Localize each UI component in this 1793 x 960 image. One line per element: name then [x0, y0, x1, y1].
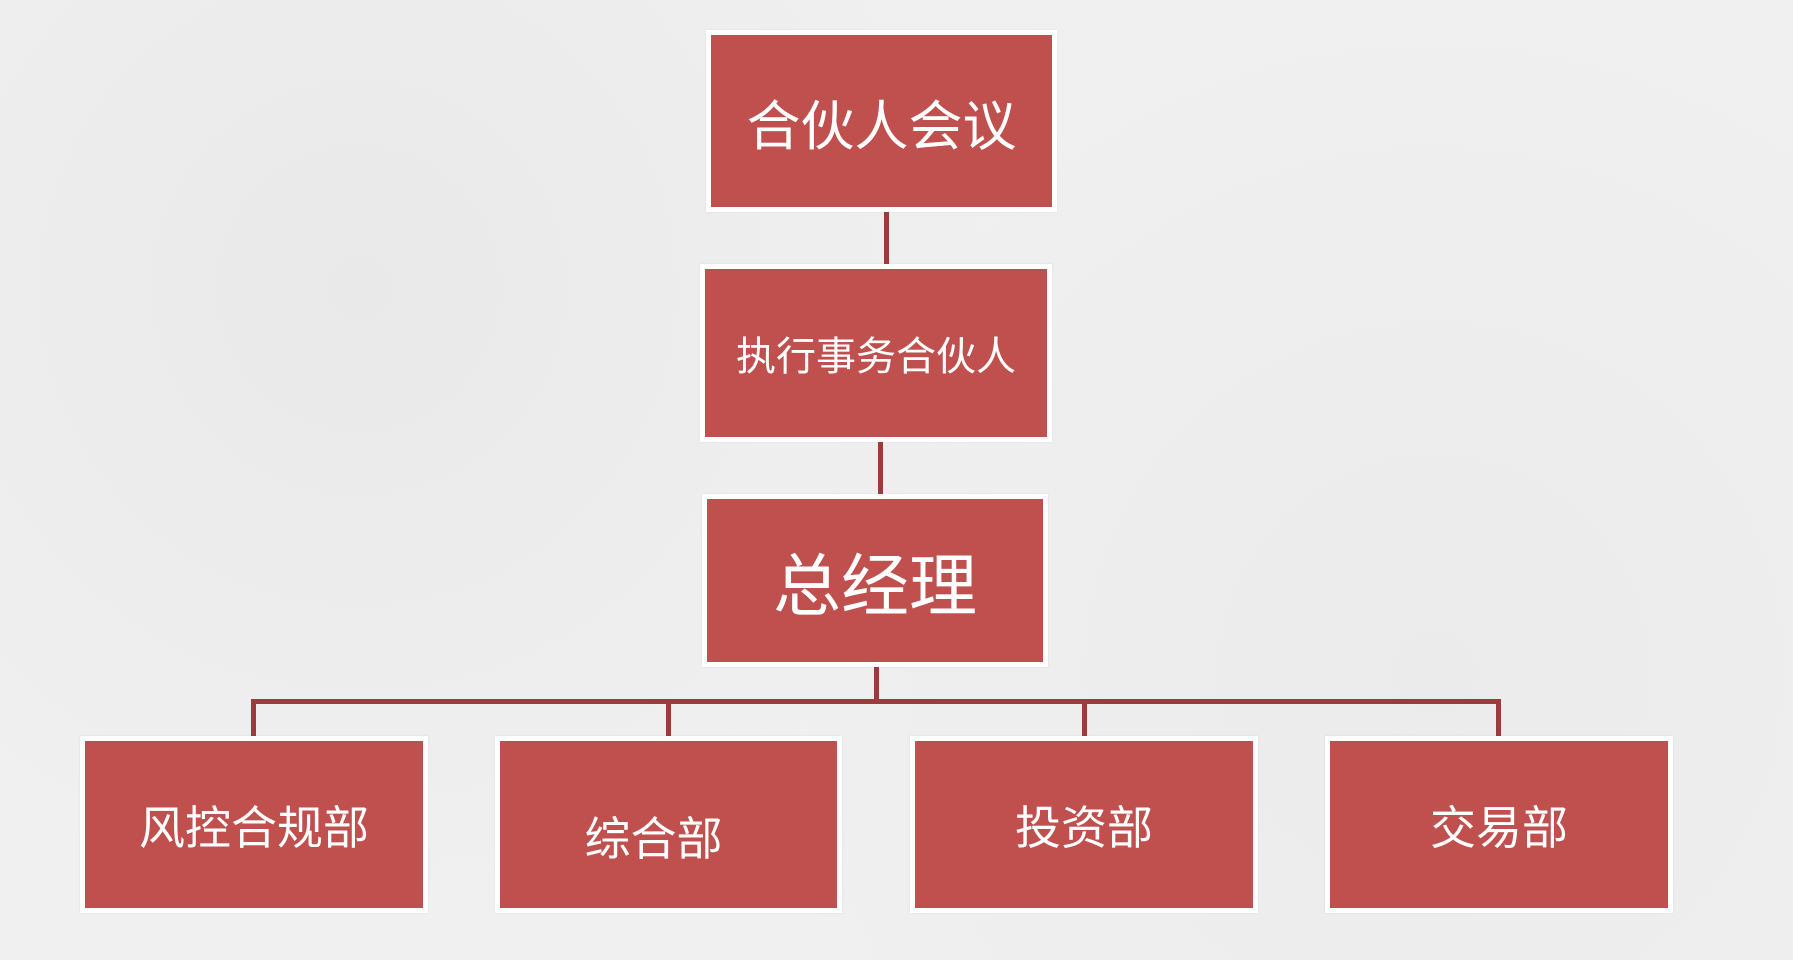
node-label: 综合部 — [584, 811, 723, 866]
node-partners-meeting: 合伙人会议 — [706, 30, 1057, 212]
connector-dept-2 — [666, 699, 671, 739]
node-general-affairs: 综合部 — [495, 736, 842, 913]
connector-top-executive — [884, 210, 889, 268]
node-investment: 投资部 — [910, 736, 1258, 913]
connector-gm-bus — [874, 663, 879, 703]
connector-executive-gm — [878, 438, 883, 498]
node-label: 交易部 — [1430, 800, 1568, 855]
node-risk-compliance: 风控合规部 — [80, 736, 428, 913]
connector-dept-3 — [1082, 699, 1087, 739]
node-label: 合伙人会议 — [746, 94, 1017, 158]
connector-dept-4 — [1496, 699, 1501, 739]
connector-bus — [251, 699, 1501, 704]
connector-dept-1 — [251, 699, 256, 739]
node-trading: 交易部 — [1325, 736, 1673, 913]
node-label: 投资部 — [1015, 800, 1153, 855]
node-label: 总经理 — [772, 548, 977, 627]
node-label: 风控合规部 — [139, 800, 369, 855]
node-label: 执行事务合伙人 — [736, 334, 1016, 380]
node-general-manager: 总经理 — [702, 494, 1048, 667]
node-executive-partner: 执行事务合伙人 — [700, 264, 1052, 442]
